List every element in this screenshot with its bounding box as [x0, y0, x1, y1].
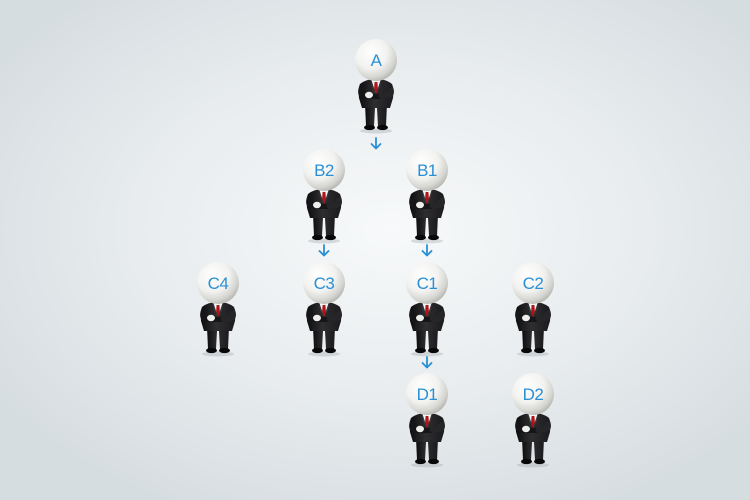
figure-label-c1: C1 — [416, 274, 438, 293]
businessman-icon — [197, 262, 239, 357]
figure-label-b1: B1 — [417, 161, 437, 180]
figure-b1: B1 — [401, 148, 453, 244]
arrow-down-icon — [421, 244, 433, 257]
figure-label-c3: C3 — [313, 274, 335, 293]
businessman-icon — [406, 262, 448, 357]
figure-label-d2: D2 — [522, 385, 544, 404]
businessman-icon — [303, 262, 345, 357]
businessman-icon — [406, 149, 448, 244]
figure-label-c2: C2 — [522, 274, 544, 293]
arrow-b1-to-c1 — [420, 244, 434, 258]
arrow-a-to-b1 — [369, 137, 383, 151]
businessman-icon — [512, 262, 554, 357]
businessman-icon — [406, 373, 448, 468]
figure-label-b2: B2 — [314, 161, 334, 180]
arrow-down-icon — [421, 356, 433, 369]
arrow-down-icon — [318, 244, 330, 257]
figure-d1: D1 — [401, 372, 453, 468]
businessman-icon — [355, 39, 397, 134]
figure-c2: C2 — [507, 261, 559, 357]
figure-b2: B2 — [298, 148, 350, 244]
figure-label-a: A — [370, 51, 382, 70]
figure-c3: C3 — [298, 261, 350, 357]
figure-label-d1: D1 — [416, 385, 438, 404]
figure-c4: C4 — [192, 261, 244, 357]
arrow-c1-to-d1 — [420, 356, 434, 370]
figure-c1: C1 — [401, 261, 453, 357]
arrow-down-icon — [370, 137, 382, 150]
figure-a: A — [350, 38, 402, 134]
figure-label-c4: C4 — [207, 274, 229, 293]
figure-d2: D2 — [507, 372, 559, 468]
businessman-icon — [512, 373, 554, 468]
arrow-b2-to-c3 — [317, 244, 331, 258]
businessman-icon — [303, 149, 345, 244]
